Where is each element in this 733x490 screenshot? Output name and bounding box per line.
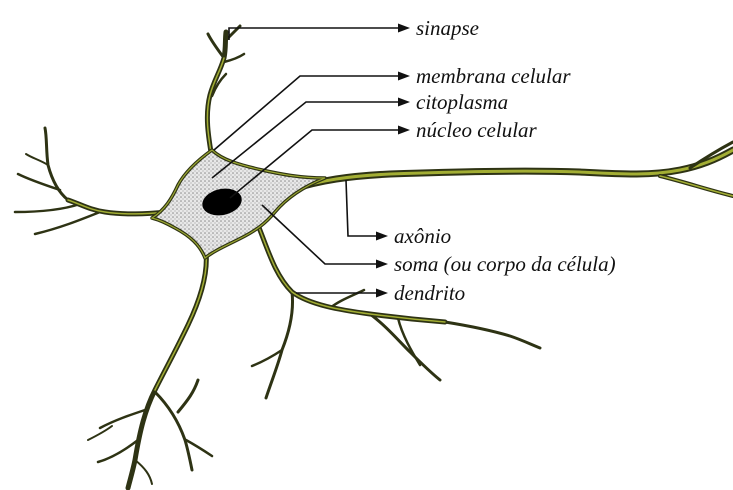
labels: sinapse membrana celular citoplasma núcl…: [394, 16, 616, 305]
label-cell-membrane: membrana celular: [416, 64, 571, 88]
label-axon: axônio: [394, 224, 451, 248]
label-dendrite: dendrito: [394, 281, 465, 305]
label-cell-nucleus: núcleo celular: [416, 118, 538, 142]
label-cytoplasm: citoplasma: [416, 90, 508, 114]
label-soma: soma (ou corpo da célula): [394, 252, 616, 276]
leader-lines: [212, 24, 410, 298]
dendrite-left: [68, 200, 168, 214]
axon: [290, 142, 733, 196]
label-synapse: sinapse: [416, 16, 479, 40]
